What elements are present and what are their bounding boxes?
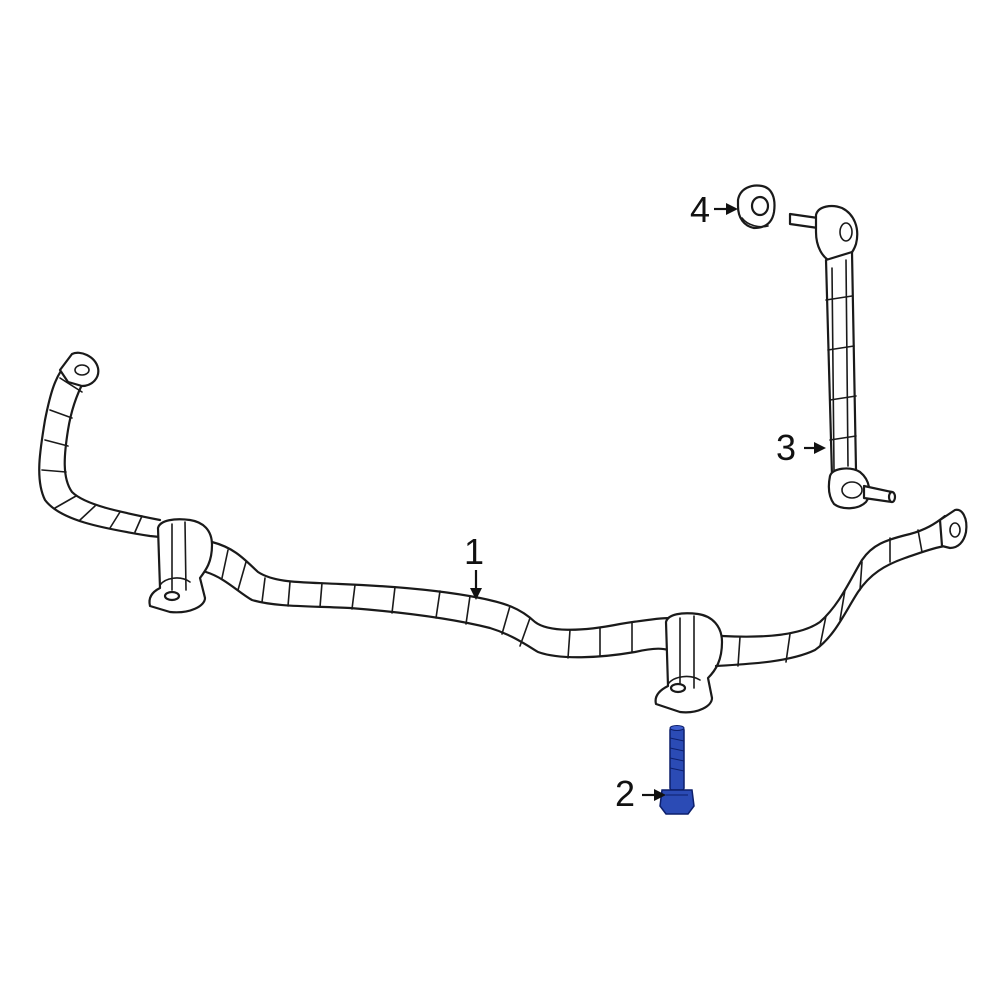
callout-3-label: 3 <box>776 427 796 468</box>
nut[interactable] <box>736 184 776 230</box>
callout-1: 1 <box>464 531 484 600</box>
callout-4-label: 4 <box>690 189 710 230</box>
stabilizer-link[interactable] <box>788 204 897 510</box>
bolt[interactable] <box>659 725 695 815</box>
callout-1-label: 1 <box>464 531 484 572</box>
callout-3: 3 <box>776 427 826 468</box>
stabilizer-bar[interactable] <box>38 351 968 714</box>
callout-4: 4 <box>690 189 738 230</box>
callout-2-label: 2 <box>615 773 635 814</box>
callout-2: 2 <box>615 773 666 814</box>
